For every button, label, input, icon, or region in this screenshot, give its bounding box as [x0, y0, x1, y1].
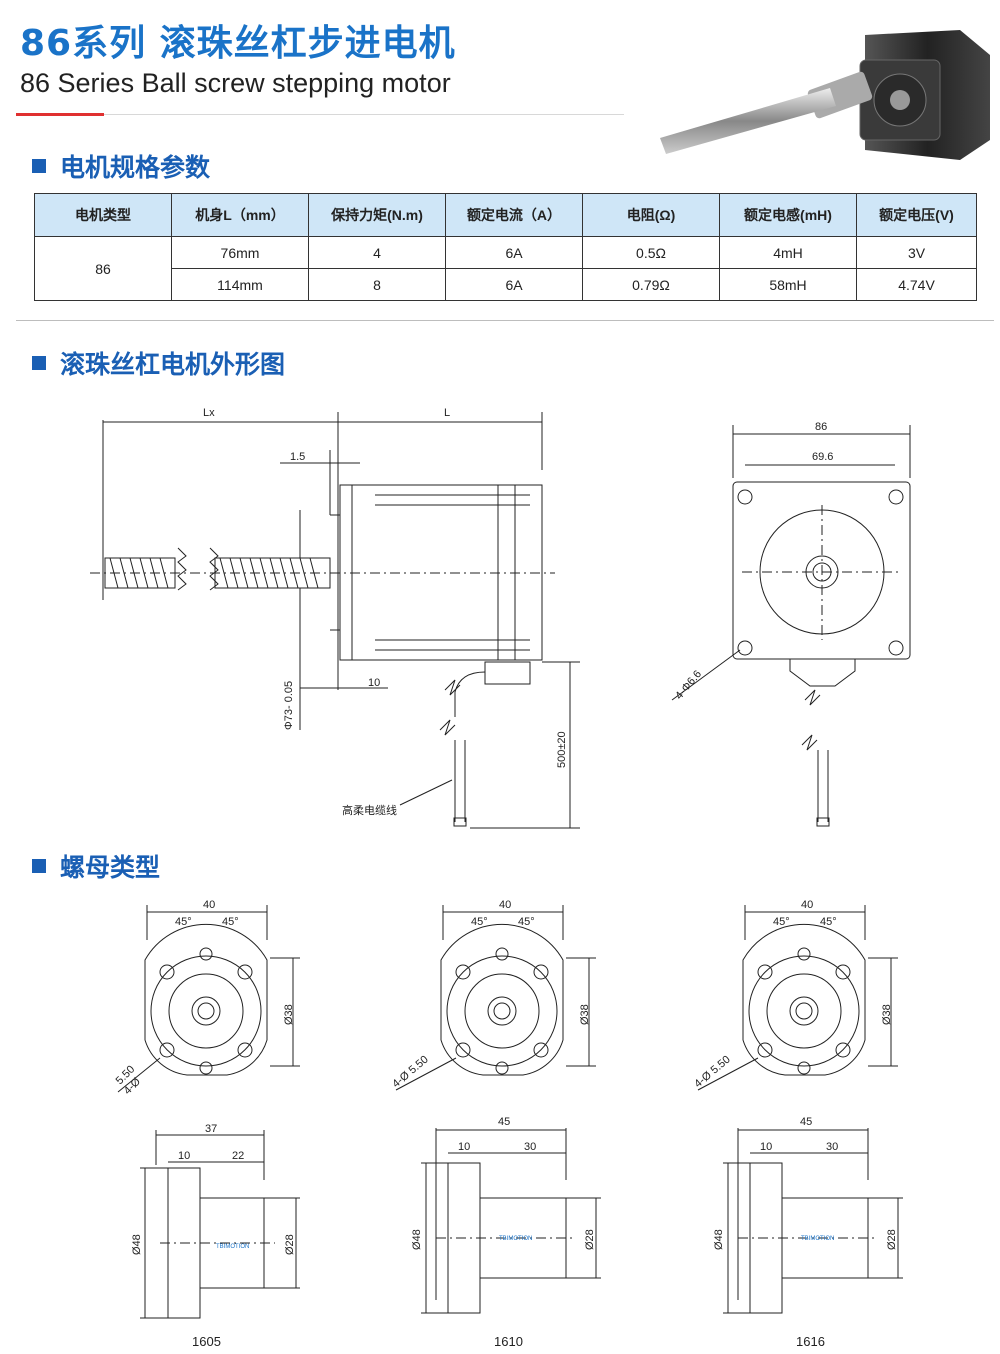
spec-table: 电机类型 机身L（mm） 保持力矩(N.m) 额定电流（A） 电阻(Ω) 额定电…: [34, 193, 977, 301]
nut-model-label: 1616: [796, 1334, 825, 1349]
nut-hole-a: 4-Ø 5.50: [390, 1054, 431, 1091]
section-spec-heading: 电机规格参数: [32, 148, 210, 184]
section-nut-label: 螺母类型: [60, 853, 161, 882]
table-cell: 4: [308, 236, 446, 269]
nut-top-width: 40: [499, 899, 511, 911]
nut-length: 45: [800, 1116, 812, 1128]
nut-d48: Ø48: [713, 1229, 725, 1250]
table-cell: 3V: [856, 236, 977, 269]
nut-body: 30: [826, 1141, 838, 1153]
col-header: 额定电感(mH): [719, 193, 857, 237]
nut-logo: TBIMOTION: [216, 1244, 249, 1250]
nut-top-width: 40: [203, 899, 215, 911]
col-header: 额定电压(V): [856, 193, 977, 237]
col-header: 电阻(Ω): [582, 193, 720, 237]
nut-angle-2: 45°: [518, 916, 535, 928]
motor-type-cell: 86: [34, 236, 172, 301]
section-nut-heading: 螺母类型: [32, 848, 160, 884]
col-header: 额定电流（A）: [445, 193, 583, 237]
nut-hole-b: 4-Ø: [122, 1075, 144, 1097]
title-divider-line: [104, 114, 624, 115]
nut-angle-2: 45°: [820, 916, 837, 928]
table-header-row: 电机类型 机身L（mm） 保持力矩(N.m) 额定电流（A） 电阻(Ω) 额定电…: [34, 193, 977, 237]
dim-10: 10: [368, 677, 380, 689]
table-cell: 6A: [445, 268, 583, 301]
nut-top-width: 40: [801, 899, 813, 911]
nut-hole-a: 5.50: [114, 1063, 138, 1087]
dim-86: 86: [815, 421, 827, 433]
page-title-cn: 86系列 滚珠丝杠步进电机: [20, 23, 456, 64]
table-cell: 6A: [445, 236, 583, 269]
nut-model-label: 1610: [494, 1334, 523, 1349]
table-cell: 58mH: [719, 268, 857, 301]
nut-angle-1: 45°: [471, 916, 488, 928]
dim-hole: 4-Φ6.6: [673, 668, 704, 702]
nut-body: 30: [524, 1141, 536, 1153]
col-header: 电机类型: [34, 193, 172, 237]
nut-angle-1: 45°: [773, 916, 790, 928]
col-header: 保持力矩(N.m): [308, 193, 446, 237]
table-row: 114mm 8 6A 0.79Ω 58mH 4.74V: [35, 268, 977, 301]
nut-1605: 40 45° 45° Ø38 5.50 4-Ø 37 10 22 Ø48 Ø28…: [114, 899, 300, 1349]
dim-l: L: [444, 407, 450, 419]
section-spec-label: 电机规格参数: [60, 153, 211, 182]
nut-body: 22: [232, 1150, 244, 1162]
nut-d28: Ø28: [584, 1229, 596, 1250]
nut-angle-2: 45°: [222, 916, 239, 928]
bullet-square-icon: [32, 159, 46, 173]
dim-lx: Lx: [203, 407, 215, 419]
dim-phi73: Φ73- 0.05: [283, 681, 295, 730]
section-outline-heading: 滚珠丝杠电机外形图: [32, 345, 285, 381]
cable-label: 高柔电缆线: [342, 803, 397, 817]
nut-model-label: 1605: [192, 1334, 221, 1349]
nut-1616: 40 45° 45° Ø38 4-Ø 5.50 45 10 30 Ø48 Ø28…: [692, 899, 903, 1349]
table-cell: 8: [308, 268, 446, 301]
nut-angle-1: 45°: [175, 916, 192, 928]
nut-dia38: Ø38: [283, 1004, 295, 1025]
bullet-square-icon: [32, 356, 46, 370]
dim-69-6: 69.6: [812, 451, 833, 463]
nut-logo: TBIMOTION: [801, 1236, 834, 1242]
dim-1-5: 1.5: [290, 451, 305, 463]
table-cell: 0.79Ω: [582, 268, 720, 301]
nut-d28: Ø28: [284, 1234, 296, 1255]
table-cell: 4.74V: [856, 268, 977, 301]
nut-d48: Ø48: [411, 1229, 423, 1250]
col-header: 机身L（mm）: [171, 193, 309, 237]
nut-1610: 40 45° 45° Ø38 4-Ø 5.50 45 10 30 Ø48 Ø28…: [390, 899, 601, 1349]
nut-flange: 10: [458, 1141, 470, 1153]
table-cell: 76mm: [171, 236, 309, 269]
nut-length: 37: [205, 1123, 217, 1135]
nut-d28: Ø28: [886, 1229, 898, 1250]
bullet-square-icon: [32, 859, 46, 873]
table-cell: 0.5Ω: [582, 236, 720, 269]
nut-d48: Ø48: [131, 1234, 143, 1255]
section-divider: [16, 320, 994, 321]
nut-flange: 10: [760, 1141, 772, 1153]
table-row: 86 76mm 4 6A 0.5Ω 4mH 3V: [34, 236, 977, 301]
nut-flange: 10: [178, 1150, 190, 1162]
table-cell: 114mm: [171, 268, 309, 301]
nut-hole-a: 4-Ø 5.50: [692, 1054, 733, 1091]
table-cell: 4mH: [719, 236, 857, 269]
section-outline-label: 滚珠丝杠电机外形图: [60, 350, 286, 379]
nut-dia38: Ø38: [579, 1004, 591, 1025]
title-accent-line: [16, 113, 104, 116]
nut-logo: TBIMOTION: [499, 1236, 532, 1242]
dim-cable-length: 500±20: [556, 731, 568, 768]
page-title-en: 86 Series Ball screw stepping motor: [20, 68, 451, 98]
nut-length: 45: [498, 1116, 510, 1128]
nut-dia38: Ø38: [881, 1004, 893, 1025]
